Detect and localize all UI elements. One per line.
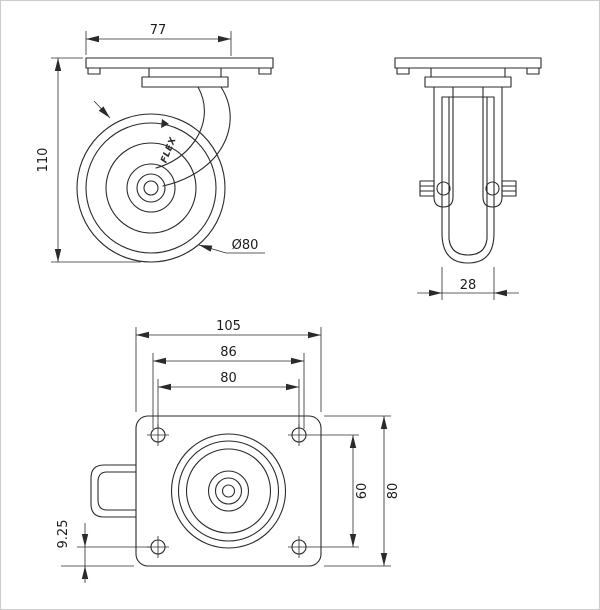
fork-inner-edge (155, 86, 205, 169)
mounting-plate (135, 415, 322, 567)
axle-boss-circle (136, 173, 166, 203)
fork-leg-right (482, 86, 503, 208)
dim-text-28: 28 (460, 278, 477, 293)
axle-boss-right (485, 181, 500, 196)
brand-logo-arrow (161, 119, 169, 128)
swivel-race-upper (148, 67, 222, 78)
axle-circle (143, 180, 159, 196)
side-top-plate (85, 57, 274, 69)
front-plate-tab-left (396, 67, 410, 75)
tread-pointer-arrow (93, 100, 111, 119)
dim-text-77: 77 (150, 23, 167, 38)
dim-plate-length-105: 105 (135, 319, 322, 412)
dim-text-9-25: 9.25 (56, 520, 71, 549)
side-view: FLEX (76, 57, 274, 263)
front-race-lower (424, 76, 512, 88)
wheel-front-outline (441, 96, 495, 264)
dim-text-110: 110 (36, 148, 51, 173)
side-plate-tab-right (258, 67, 272, 75)
dim-hole-spacing-80: 80 (157, 371, 300, 429)
dim-wheel-diameter-80: Ø80 (198, 238, 265, 254)
side-plate-tab-left (87, 67, 101, 75)
hub-circle (126, 163, 176, 213)
dim-text-105: 105 (216, 319, 241, 334)
fork-outer-edge (162, 86, 231, 187)
fork-leg-left (433, 86, 454, 208)
wheel-top-outline (90, 464, 137, 518)
dim-edge-offset-9-25: 9.25 (56, 520, 151, 583)
front-top-plate (394, 57, 542, 69)
dim-side-top-77: 77 (85, 23, 232, 56)
top-view (90, 415, 322, 567)
axle-boss-left (436, 181, 451, 196)
wheel-rim-circle (105, 142, 197, 234)
swivel-raceway-circles (170, 433, 287, 549)
front-plate-tab-right (526, 67, 540, 75)
axle-nut-right (501, 180, 517, 197)
dim-text-80v: 80 (386, 483, 401, 500)
dim-text-60: 60 (355, 483, 370, 500)
dim-hole-spacing-60: 60 (310, 434, 370, 548)
dim-wheel-width-28: 28 (417, 267, 519, 300)
swivel-race-lower (141, 76, 229, 88)
dim-text-86: 86 (220, 345, 237, 360)
front-view (394, 57, 542, 264)
wheel-top-inner-outline (97, 471, 137, 511)
front-race-upper (430, 67, 506, 78)
axle-nut-left (419, 180, 435, 197)
wheel-bottom-inner-curve (448, 238, 488, 256)
dim-slot-span-86: 86 (152, 345, 305, 429)
dim-text-80h: 80 (220, 371, 237, 386)
dim-plate-width-80: 80 (324, 415, 401, 567)
wheel-outer-circle (76, 113, 226, 263)
dim-side-height-110: 110 (36, 57, 141, 263)
dim-text-dia80: Ø80 (232, 238, 259, 253)
bolt-hole-bottom-right (288, 536, 310, 558)
wheel-tread-circle (85, 122, 217, 254)
